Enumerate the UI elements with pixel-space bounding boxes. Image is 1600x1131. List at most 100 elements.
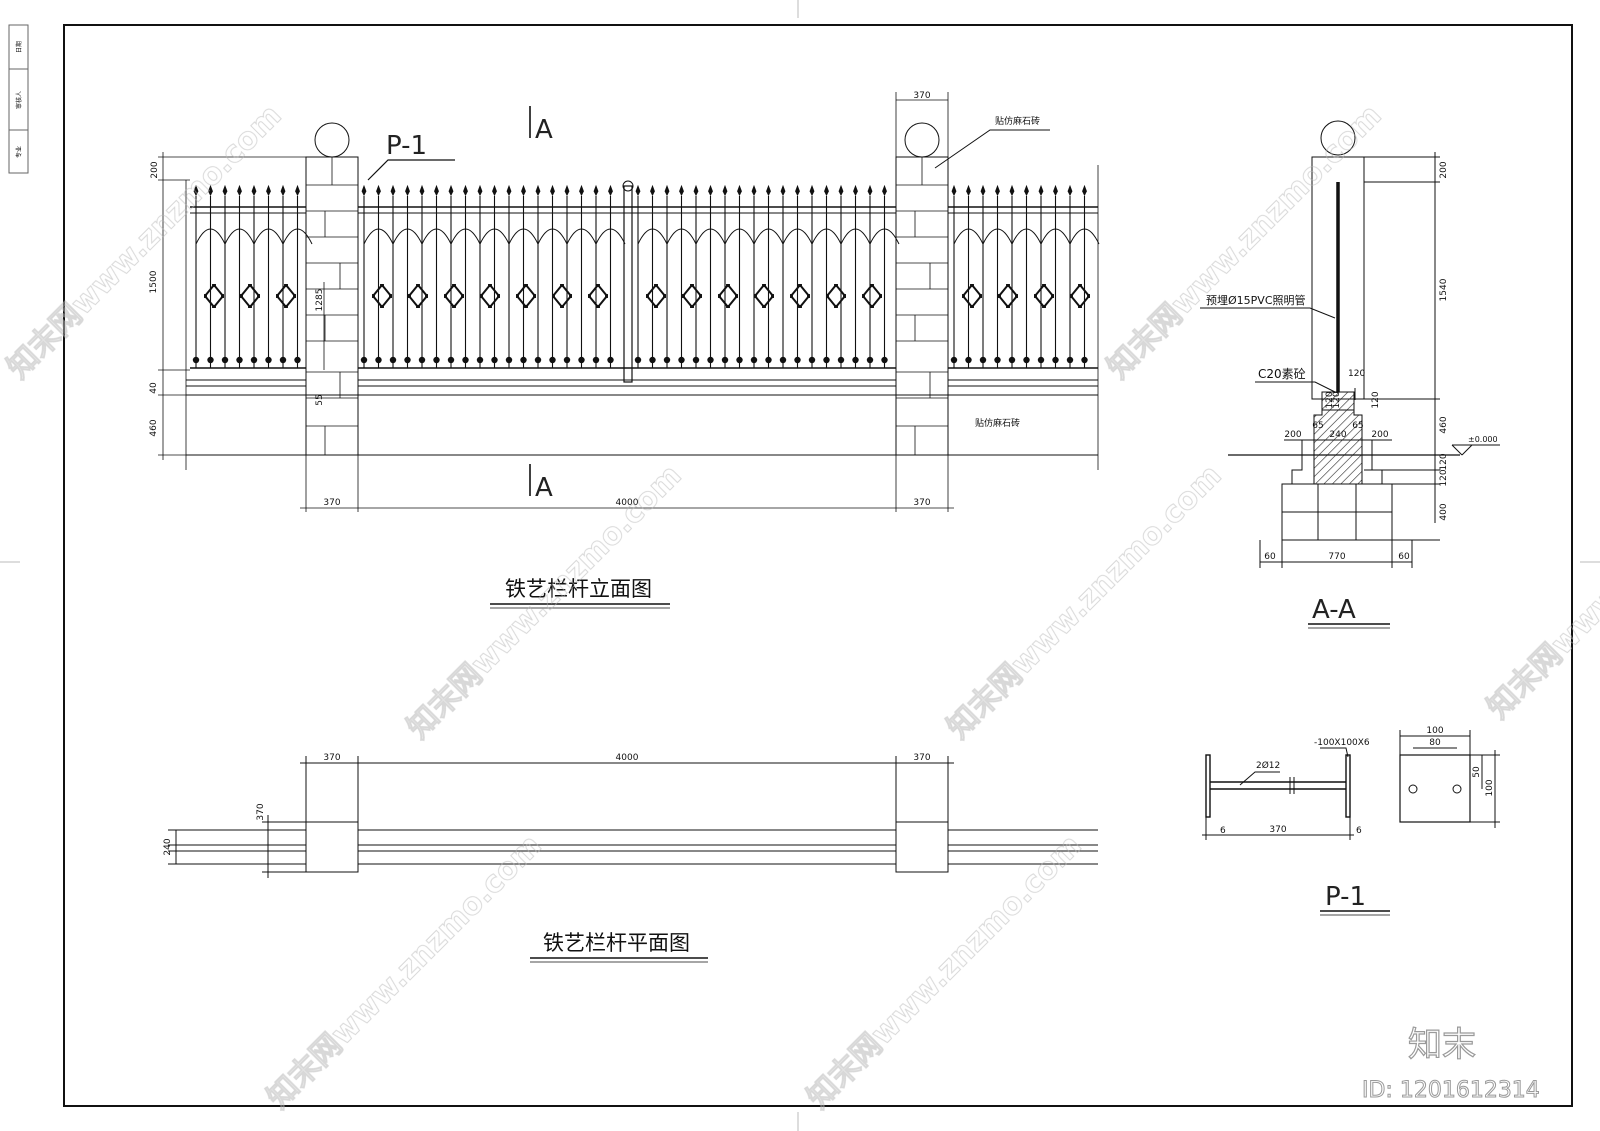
scroll-ornament (779, 356, 787, 364)
diamond-ornament (480, 284, 500, 308)
fence-pickets (192, 184, 1100, 368)
arch-ornament (982, 228, 1013, 245)
arch-ornament (1011, 228, 1042, 245)
spear-finial (1009, 184, 1015, 197)
note-top: 贴仿麻石砖 (995, 115, 1040, 127)
arch-ornament (1040, 228, 1071, 245)
spear-finial (824, 184, 829, 197)
diamond-ornament (204, 284, 224, 308)
spear-finial (650, 184, 655, 197)
sec-w-65r: 65 (1352, 421, 1363, 431)
arch-ornament (421, 228, 452, 245)
plan-pier-right: 370 (913, 753, 930, 763)
diamond-ornament (646, 284, 666, 308)
drawing-frame (63, 24, 1573, 1107)
scroll-ornament (994, 356, 1001, 364)
diamond-ornament (276, 284, 296, 308)
scroll-ornament (549, 356, 556, 364)
diamond-ornament (372, 284, 392, 308)
spear-finial (477, 184, 483, 197)
strip-reviewer: 审核人 (15, 91, 23, 109)
concrete-note: C20素砼 (1258, 367, 1306, 381)
section-aa (1200, 120, 1500, 568)
detail-p1 (1202, 730, 1500, 840)
scroll-ornament (837, 356, 845, 364)
spear-finial (564, 184, 570, 197)
arch-ornament (508, 228, 539, 245)
sec-h-top: 200 (1439, 161, 1449, 178)
scroll-ornament (404, 356, 411, 364)
p1-plate-h: 100 (1485, 779, 1495, 796)
scroll-ornament (1037, 356, 1045, 364)
diamond-ornament (240, 284, 260, 308)
diamond-ornament (444, 284, 464, 308)
watermark-text-3: 知末网www.znzmo.com (941, 458, 1229, 746)
diamond-ornament (718, 284, 738, 308)
scroll-ornament (866, 356, 874, 364)
sec-w-200l: 200 (1284, 430, 1301, 440)
pvc-note: 预埋Ø15PVC照明管 (1206, 293, 1306, 307)
spear-finial (693, 184, 699, 197)
arch-ornament (666, 228, 697, 245)
dim-pier-left: 370 (323, 498, 340, 508)
spear-finial (708, 184, 713, 197)
spear-finial (550, 184, 555, 197)
arch-ornament (840, 228, 871, 245)
watermark-id: ID: 1201612314 (1362, 1078, 1540, 1103)
plan-pier-left: 370 (323, 753, 340, 763)
spear-finial (780, 184, 786, 197)
spear-finial (1067, 184, 1073, 197)
spear-finial (1053, 184, 1058, 197)
spear-finial (635, 184, 641, 197)
arch-ornament (566, 228, 597, 245)
scroll-ornament (736, 356, 743, 364)
scroll-ornament (192, 356, 200, 364)
spear-finial (405, 184, 410, 197)
spear-finial (664, 184, 670, 197)
plan-span: 4000 (616, 753, 639, 763)
sec-h-120a: 120 (1439, 453, 1449, 470)
arch-ornament (450, 228, 481, 245)
spear-finial (751, 184, 757, 197)
scroll-ornament (808, 356, 816, 364)
arch-ornament (282, 228, 313, 245)
scroll-ornament (418, 356, 426, 364)
p1-bar: 2Ø12 (1256, 760, 1280, 771)
arch-ornament (253, 228, 284, 245)
scroll-ornament (476, 356, 484, 364)
scroll-ornament (1081, 356, 1088, 364)
diamond-ornament (998, 284, 1018, 308)
spear-finial (1038, 184, 1044, 197)
spear-finial (608, 184, 613, 197)
diamond-ornament (516, 284, 536, 308)
spear-finial (535, 184, 541, 197)
scroll-ornament (592, 356, 600, 364)
spear-finial (766, 184, 771, 197)
scroll-ornament (794, 356, 801, 364)
spear-finial (867, 184, 873, 197)
diamond-ornament (1070, 284, 1090, 308)
arch-ornament (537, 228, 568, 245)
sec-w-60r: 60 (1398, 552, 1410, 562)
arch-ornament (195, 228, 226, 245)
scroll-ornament (649, 356, 656, 364)
p1-plate-half: 50 (1472, 766, 1482, 778)
spear-finial (853, 184, 858, 197)
spear-finial (506, 184, 512, 197)
sec-inner-b: 120 (1332, 391, 1342, 408)
dim-h-fence: 1500 (149, 270, 159, 293)
strip-discipline: 专业 (15, 146, 23, 158)
arch-ornament (724, 228, 755, 245)
elevation-view (186, 122, 1098, 456)
p1-w-6r: 6 (1356, 826, 1362, 836)
dim-pier-top: 370 (913, 91, 930, 101)
elevation-dimensions (158, 92, 1099, 512)
dim-h-pier: 1285 (315, 289, 325, 312)
scroll-ornament (221, 356, 229, 364)
spear-finial (882, 184, 887, 197)
sec-h-fence: 1540 (1439, 278, 1449, 301)
spear-finial (809, 184, 815, 197)
arch-ornament (953, 228, 984, 245)
scroll-ornament (634, 356, 642, 364)
arch-ornament (637, 228, 668, 245)
